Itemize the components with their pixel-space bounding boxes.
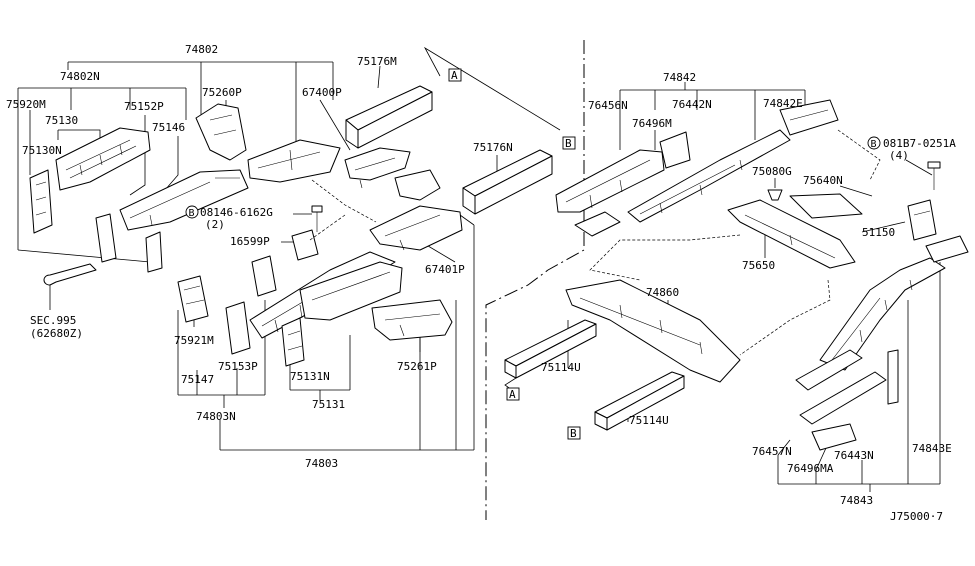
label-75920M: 75920M <box>6 98 46 111</box>
left-part-75176M <box>345 85 433 149</box>
right-part-75080G <box>767 189 783 201</box>
marker-A-bottom: A <box>506 387 520 401</box>
left-part-75176N <box>462 149 553 215</box>
left-part-67400P <box>344 147 411 189</box>
label-16599P: 16599P <box>230 235 270 248</box>
label-74802N: 74802N <box>60 70 100 83</box>
label-75114U-b: 75114U <box>629 414 669 427</box>
label-75640N: 75640N <box>803 174 843 187</box>
left-part-sec995-hook <box>43 263 97 286</box>
label-75080G: 75080G <box>752 165 792 178</box>
left-part-16599P <box>291 229 319 261</box>
label-75147: 75147 <box>181 373 214 386</box>
left-part-75147-75153P <box>225 255 277 355</box>
marker-B-bottom-text: B <box>570 427 577 440</box>
label-76442N: 76442N <box>672 98 712 111</box>
label-75176M: 75176M <box>357 55 397 68</box>
marker-A-top: A <box>448 68 462 82</box>
bolt-marker-b2: B <box>867 136 881 150</box>
label-75650: 75650 <box>742 259 775 272</box>
label-081B7-qty: (4) <box>889 149 909 162</box>
label-76457N: 76457N <box>752 445 792 458</box>
right-part-rear-frame-lower <box>795 235 969 451</box>
label-74860: 74860 <box>646 286 679 299</box>
label-sec995: SEC.995 <box>30 314 76 327</box>
left-part-upper-rail <box>119 103 341 231</box>
left-part-75921M <box>177 275 209 323</box>
label-51150: 51150 <box>862 226 895 239</box>
label-75152P: 75152P <box>124 100 164 113</box>
right-part-51150 <box>907 199 937 241</box>
ref-line-right-top <box>837 129 881 181</box>
label-67401P: 67401P <box>425 263 465 276</box>
right-part-081B7-bolt <box>927 161 941 190</box>
left-part-08146-bolt <box>311 205 323 232</box>
left-part-75131N <box>281 317 305 367</box>
left-part-crossmember <box>369 169 463 251</box>
label-75130N: 75130N <box>22 144 62 157</box>
right-part-74860 <box>565 279 741 383</box>
bolt-marker-b1: B <box>185 205 199 219</box>
left-part-lower-rail <box>95 213 403 339</box>
label-081B7: 081B7-0251A <box>883 137 956 150</box>
marker-B-bottom: B <box>567 426 581 440</box>
label-74842: 74842 <box>663 71 696 84</box>
ref-line-right-frame <box>589 234 741 281</box>
right-leader-lines <box>567 82 941 492</box>
left-part-75261P <box>371 299 453 341</box>
label-08146: 08146-6162G <box>200 206 273 219</box>
label-76443N: 76443N <box>834 449 874 462</box>
label-75261P: 75261P <box>397 360 437 373</box>
marker-A-top-text: A <box>451 69 458 82</box>
label-75176N: 75176N <box>473 141 513 154</box>
label-75921M: 75921M <box>174 334 214 347</box>
label-75153P: 75153P <box>218 360 258 373</box>
right-part-75640N <box>789 193 863 219</box>
label-76456N: 76456N <box>588 99 628 112</box>
left-leader-lines <box>17 61 498 451</box>
ref-line-left-frame <box>311 179 377 223</box>
center-divider <box>485 40 585 520</box>
label-74843: 74843 <box>840 494 873 507</box>
label-74803N: 74803N <box>196 410 236 423</box>
ref-line-left-frame-2 <box>309 214 346 241</box>
right-part-75114U-b <box>594 371 685 431</box>
right-part-75650 <box>727 199 856 269</box>
label-74803: 74803 <box>305 457 338 470</box>
left-part-75130-assembly <box>55 127 151 191</box>
right-part-75114U-a <box>504 319 597 379</box>
label-08146-qty: (2) <box>205 218 225 231</box>
bolt-marker-b2-text: B <box>871 139 877 150</box>
label-75114U-a: 75114U <box>541 361 581 374</box>
left-labels: 74802 74802N 75920M 75130 75130N 75152P … <box>6 43 513 470</box>
label-76496M: 76496M <box>632 117 672 130</box>
label-75260P: 75260P <box>202 86 242 99</box>
label-74802: 74802 <box>185 43 218 56</box>
label-74842E: 74842E <box>763 97 803 110</box>
ref-line-right-frame-2 <box>739 279 831 356</box>
label-75130: 75130 <box>45 114 78 127</box>
marker-B-top: B <box>562 136 576 150</box>
right-labels: 74842 76456N 76442N 74842E 76496M 081B7-… <box>541 71 956 507</box>
label-76496MA: 76496MA <box>787 462 834 475</box>
marker-B-top-text: B <box>565 137 572 150</box>
label-75146: 75146 <box>152 121 185 134</box>
label-sec995-ref: (62680Z) <box>30 327 83 340</box>
label-67400P: 67400P <box>302 86 342 99</box>
right-part-rear-frame-upper <box>555 99 839 237</box>
label-75131N: 75131N <box>290 370 330 383</box>
left-part-75920M <box>29 169 53 234</box>
marker-A-bottom-text: A <box>509 388 516 401</box>
bolt-marker-b1-text: B <box>189 208 195 219</box>
label-75131: 75131 <box>312 398 345 411</box>
ref-line-A-top <box>423 46 561 131</box>
label-74843E: 74843E <box>912 442 952 455</box>
diagram-code: J75000·7 <box>890 510 943 523</box>
